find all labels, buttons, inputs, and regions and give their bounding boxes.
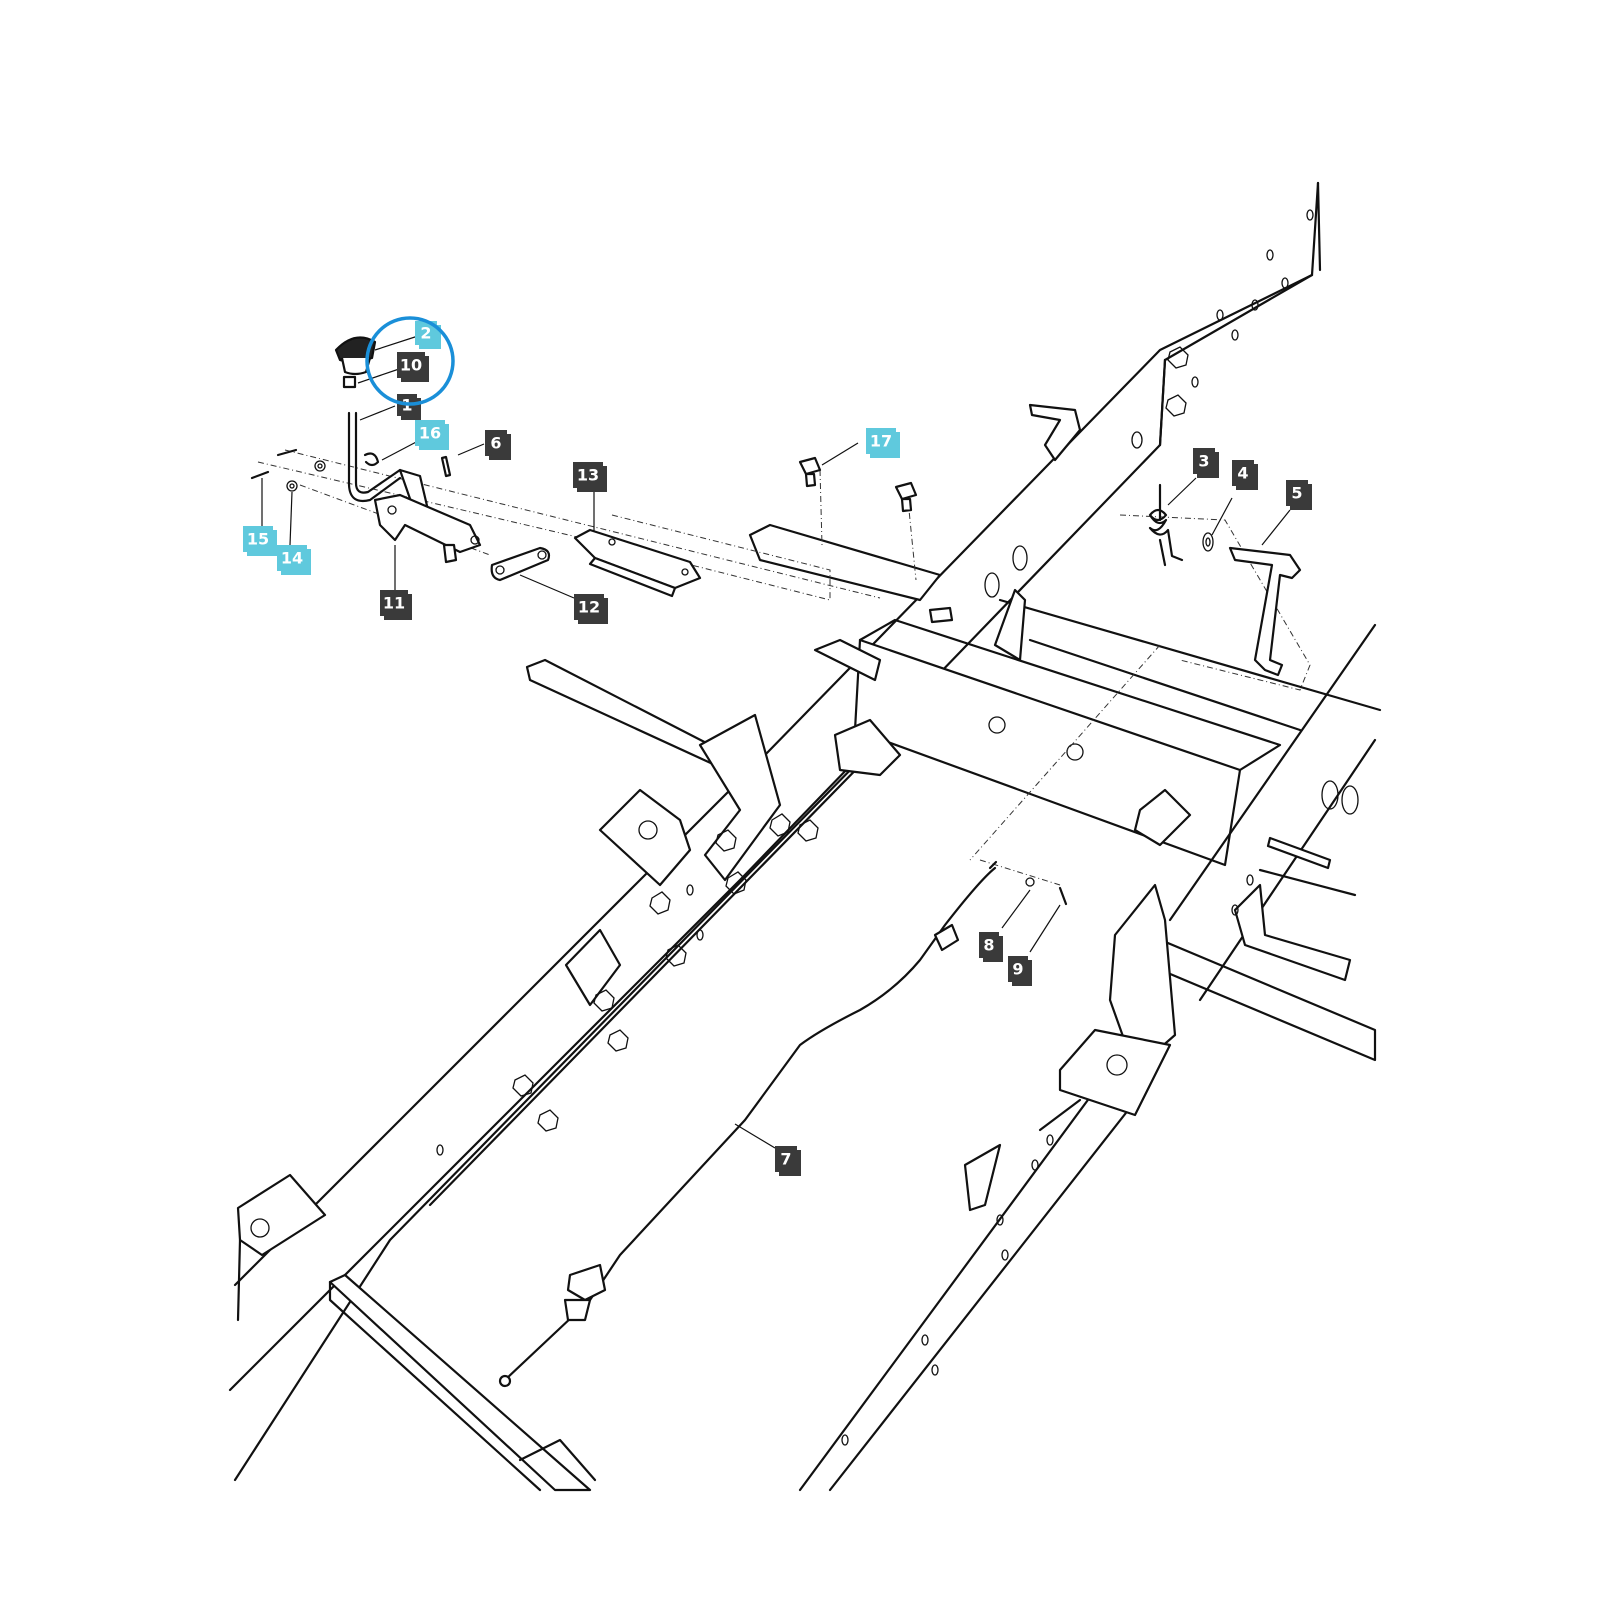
svg-text:17: 17 [870, 432, 892, 451]
highlight-circle [365, 316, 455, 406]
flange-bolts [798, 456, 918, 513]
svg-text:5: 5 [1291, 484, 1302, 503]
callout-9[interactable]: 9 [1008, 956, 1032, 986]
exploded-parts [250, 336, 1302, 1388]
svg-text:2: 2 [420, 324, 431, 343]
svg-text:16: 16 [419, 424, 441, 443]
svg-text:13: 13 [577, 466, 599, 485]
svg-text:11: 11 [383, 594, 405, 613]
callout-5[interactable]: 5 [1286, 480, 1312, 510]
callout-11[interactable]: 11 [380, 590, 412, 620]
svg-text:4: 4 [1237, 464, 1248, 483]
callout-10[interactable]: 10 [397, 352, 429, 382]
callout-3[interactable]: 3 [1193, 448, 1219, 478]
callout-1[interactable]: 1 [397, 394, 421, 420]
spring-part [1148, 483, 1184, 567]
cable-part [503, 866, 997, 1382]
callout-6[interactable]: 6 [485, 430, 511, 460]
svg-text:15: 15 [247, 530, 269, 549]
chassis-frame [228, 181, 1382, 1492]
callout-2[interactable]: 2 [415, 321, 441, 349]
callout-14[interactable]: 14 [277, 545, 311, 575]
spacer-part [342, 375, 357, 389]
callout-12[interactable]: 12 [574, 594, 608, 624]
lever-rod-part [347, 411, 402, 503]
callout-4[interactable]: 4 [1232, 460, 1258, 490]
svg-text:12: 12 [578, 598, 600, 617]
svg-text:6: 6 [490, 434, 501, 453]
callout-17[interactable]: 17 [866, 428, 900, 458]
svg-text:9: 9 [1012, 960, 1023, 979]
callout-8[interactable]: 8 [979, 932, 1003, 962]
svg-text:3: 3 [1198, 452, 1209, 471]
svg-text:8: 8 [983, 936, 994, 955]
svg-text:7: 7 [780, 1150, 791, 1169]
callout-labels: 2 10 1 16 6 13 17 [243, 321, 1312, 1176]
leader-lines [261, 335, 1291, 1149]
lever-arm-part [373, 493, 482, 554]
callout-7[interactable]: 7 [775, 1146, 801, 1176]
link-part [490, 546, 551, 582]
callout-15[interactable]: 15 [243, 526, 277, 556]
svg-text:10: 10 [400, 356, 422, 375]
shaft-arm-part [1228, 546, 1302, 677]
callout-13[interactable]: 13 [573, 462, 607, 492]
callout-16[interactable]: 16 [415, 420, 449, 450]
svg-text:14: 14 [281, 549, 303, 568]
